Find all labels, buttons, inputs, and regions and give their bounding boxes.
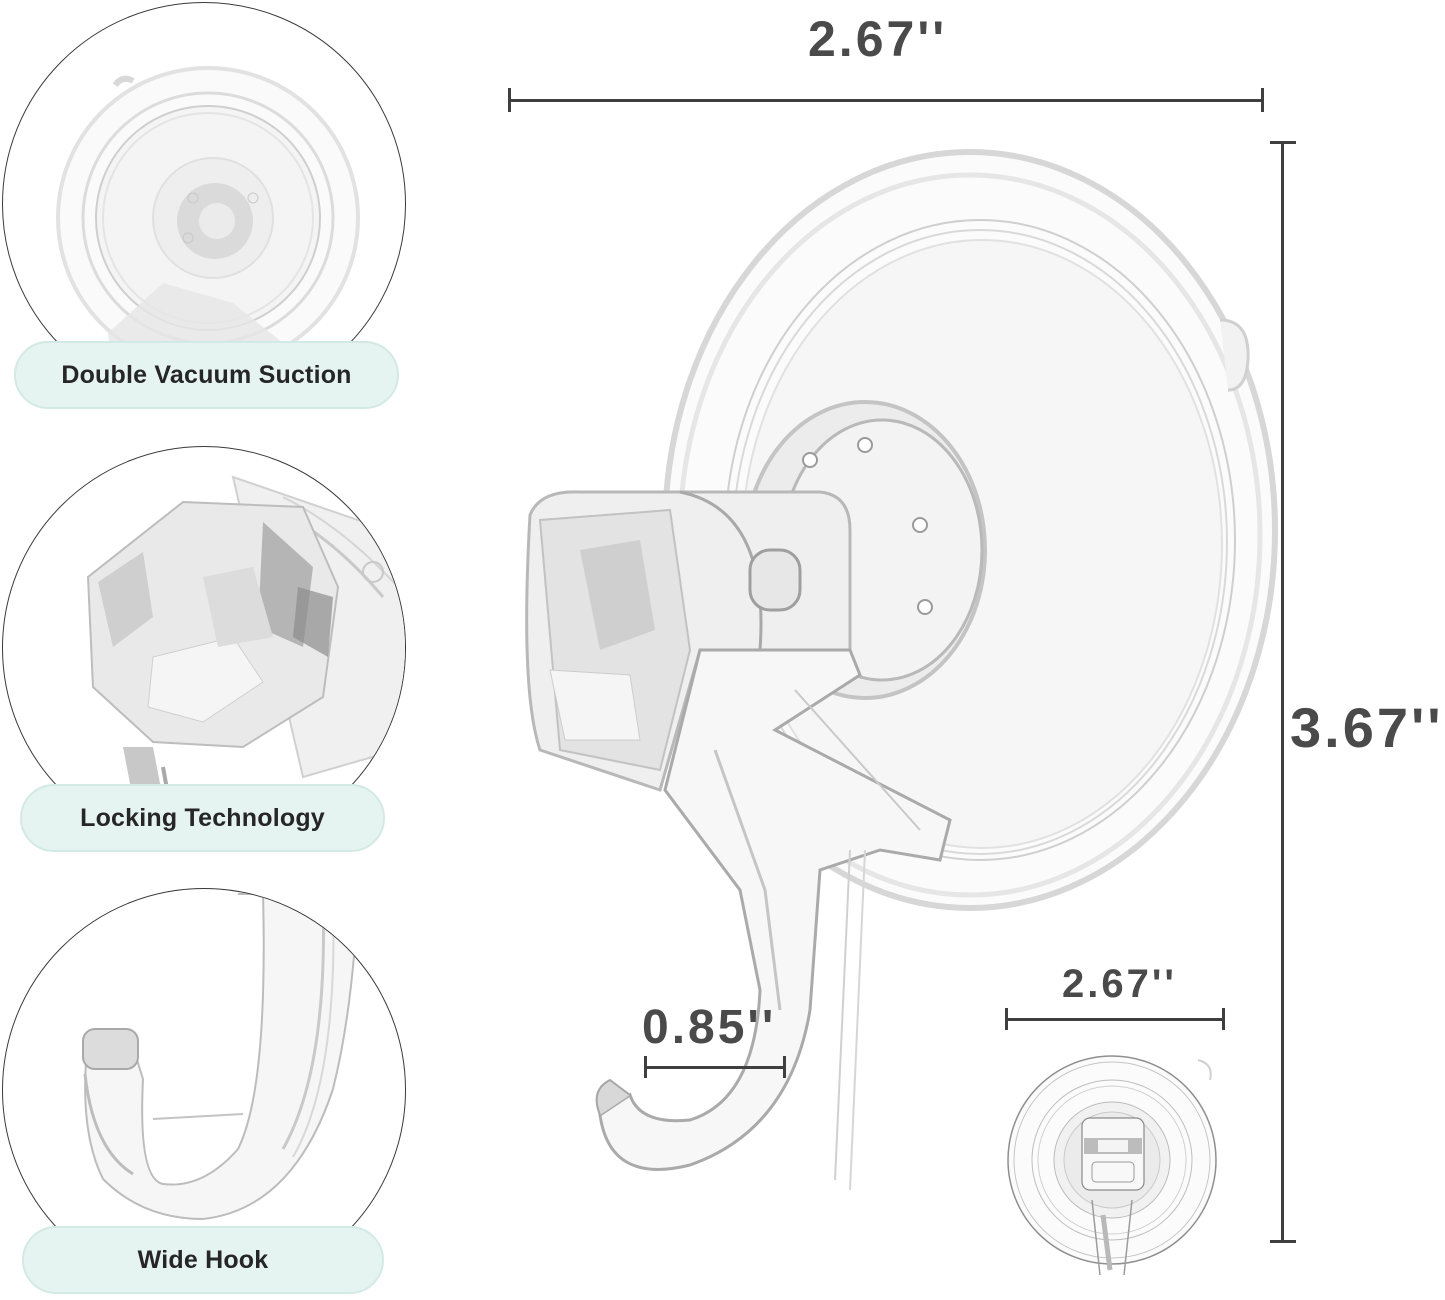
feature-label: Locking Technology	[80, 803, 325, 832]
dimension-overall-height-line	[1281, 142, 1284, 1242]
dimension-overall-height-label: 3.67''	[1290, 696, 1444, 759]
feature-image-locking-technology	[2, 446, 406, 850]
dimension-overall-width-line	[508, 99, 1264, 102]
feature-badge-locking-technology: Locking Technology	[20, 784, 385, 852]
dimension-tick	[1005, 1008, 1008, 1030]
dimension-tick	[1261, 88, 1264, 112]
feature-label: Wide Hook	[137, 1245, 269, 1274]
suction-hook-icon	[525, 149, 1278, 1191]
dimension-tick	[1270, 141, 1296, 144]
dimension-tick	[1270, 1240, 1296, 1243]
dimension-tick	[783, 1056, 786, 1078]
dimension-front-view-width-label: 2.67''	[1062, 962, 1177, 1006]
feature-badge-double-vacuum-suction: Double Vacuum Suction	[14, 341, 399, 409]
product-main-image	[520, 130, 1280, 1300]
feature-label: Double Vacuum Suction	[61, 360, 352, 389]
feature-badge-wide-hook: Wide Hook	[22, 1226, 384, 1294]
dimension-hook-opening-label: 0.85''	[642, 1001, 777, 1054]
dimension-tick	[644, 1056, 647, 1078]
wide-hook-icon	[82, 893, 360, 1221]
dimension-tick	[1222, 1008, 1225, 1030]
suction-hook-front-icon	[1007, 1055, 1217, 1275]
product-front-view-image	[1000, 1050, 1225, 1275]
dimension-front-view-width-line	[1006, 1018, 1224, 1021]
dimension-tick	[508, 88, 511, 112]
feature-image-wide-hook	[2, 888, 406, 1292]
dimension-hook-opening-line	[645, 1066, 785, 1069]
dimension-overall-width-label: 2.67''	[808, 11, 948, 67]
